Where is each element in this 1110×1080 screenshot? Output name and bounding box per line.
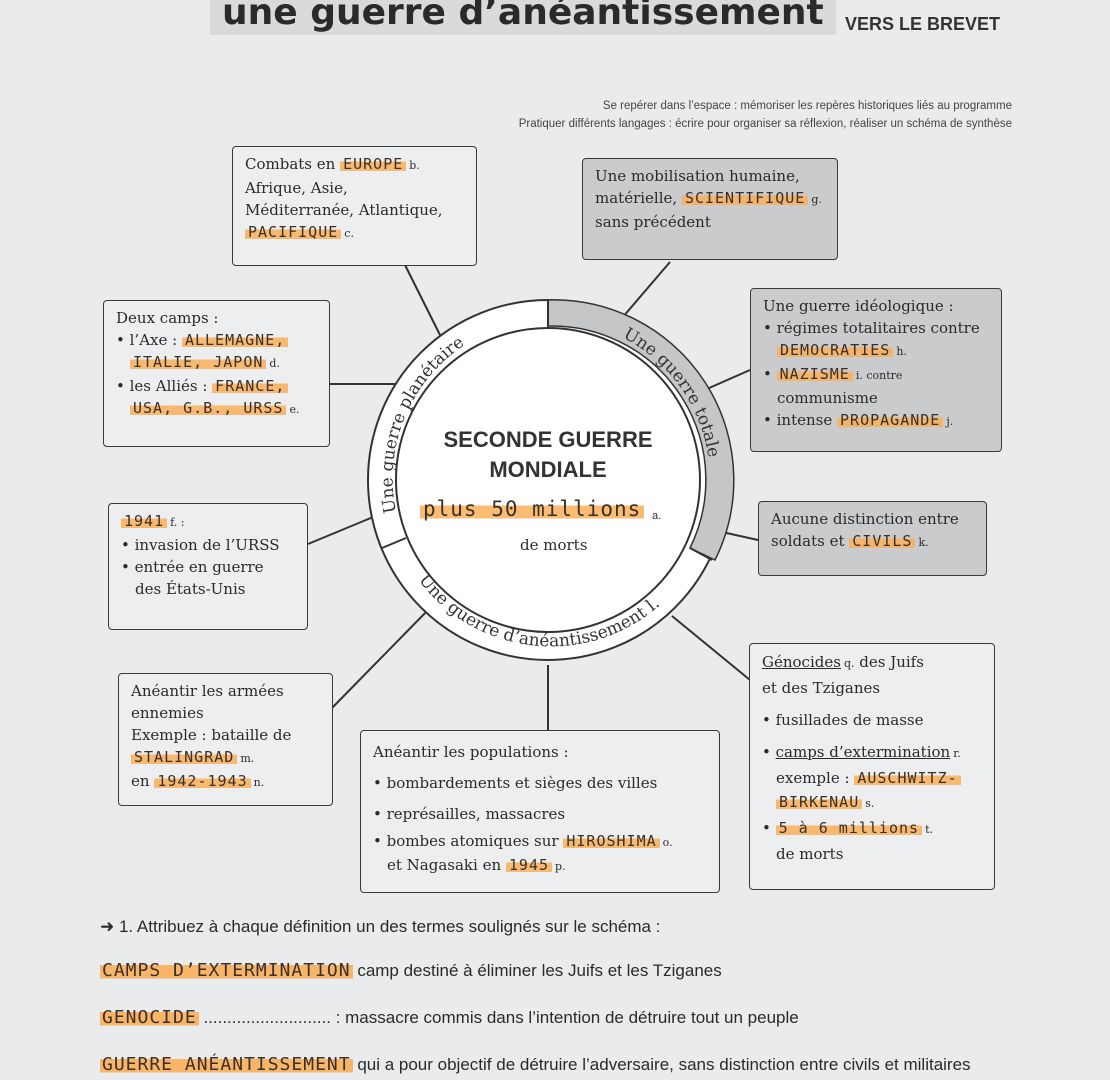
exercise-instruction: ➜ 1. Attribuez à chaque définition un de…	[100, 917, 661, 936]
center-subtitle: de morts	[520, 536, 588, 554]
box-populations: Anéantir les populations : bombardements…	[360, 730, 720, 893]
box-distinction: Aucune distinction entre soldats et CIVI…	[758, 501, 987, 576]
exercise-line-3: GUERRE ANÉANTISSEMENT qui a pour objecti…	[100, 1054, 971, 1075]
box-mobilisation: Une mobilisation humaine, matérielle, SC…	[582, 158, 838, 260]
skill-line-1: Se repérer dans l’espace : mémoriser les…	[602, 100, 1012, 112]
center-figure: plus 50 millions	[420, 497, 645, 522]
exercise-line-2: GENOCIDE ........................... : m…	[100, 1007, 799, 1028]
skill-line-2: Pratiquer différents langages : écrire p…	[518, 118, 1012, 130]
box-ideologique: Une guerre idéologique : régimes totalit…	[750, 288, 1002, 452]
page-title: une guerre d’anéantissement	[210, 0, 836, 35]
box-armees: Anéantir les armées ennemies Exemple : b…	[118, 673, 333, 806]
section-tag: VERS LE BREVET	[845, 14, 1001, 34]
center-title: SECONDE GUERRE MONDIALE	[443, 427, 653, 482]
skills-block: Se repérer dans l’espace : mémoriser les…	[519, 97, 1012, 133]
exercise-line-1: CAMPS D’EXTERMINATION camp destiné à éli…	[100, 960, 722, 981]
center-figure-mark: a.	[652, 510, 662, 522]
totale-arc	[547, 299, 735, 561]
connector-lines	[307, 261, 759, 730]
box-deux-camps: Deux camps : l’Axe : ALLEMAGNE, ITALIE, …	[103, 300, 330, 447]
